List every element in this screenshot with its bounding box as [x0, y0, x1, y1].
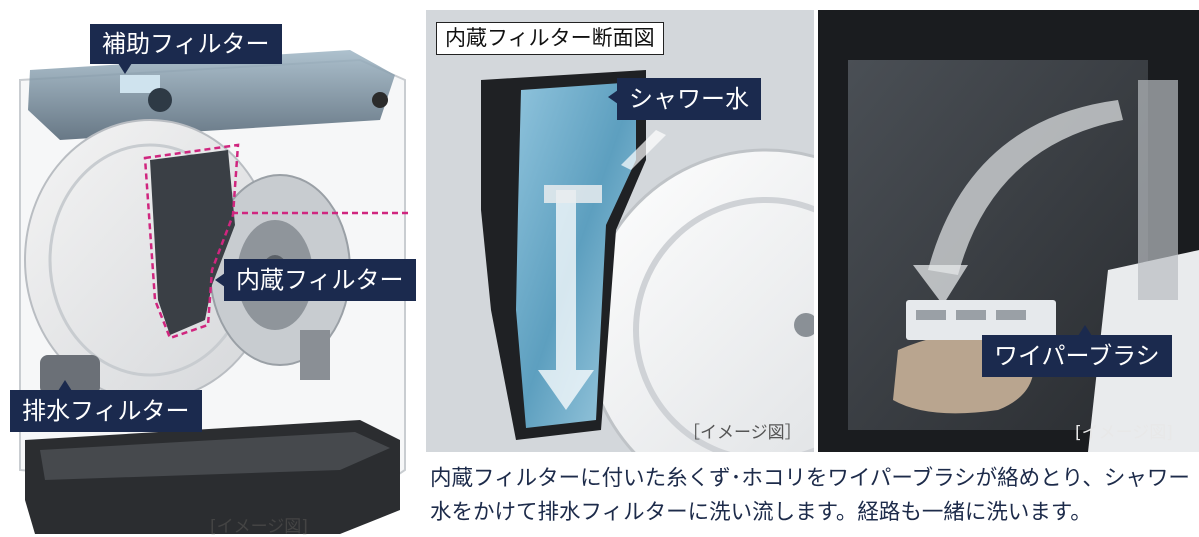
wiper-brush-closeup-illustration	[818, 10, 1199, 452]
image-note-right: [イメージ図]	[1075, 423, 1173, 443]
aux-filter-component	[120, 75, 160, 93]
wiper-brush-label: ワイパーブラシ	[982, 325, 1172, 377]
wiper-closeup-panel	[818, 10, 1199, 452]
inner-filter-label: 内蔵フィルター	[215, 259, 416, 301]
flow-arrow	[928, 100, 1123, 275]
cross-section-panel	[426, 10, 814, 452]
caption: 内蔵フィルターに付いた糸くず･ホコリをワイパーブラシが絡めとり、シャワー 水をか…	[430, 462, 1195, 530]
image-note-middle: ［イメージ図］	[683, 423, 802, 443]
caption-line-2: 水をかけて排水フィルターに洗い流します。経路も一緒に洗います。	[430, 500, 1092, 525]
flow-arrow	[538, 190, 594, 410]
caption-line-1: 内蔵フィルターに付いた糸くず･ホコリをワイパーブラシが絡めとり、シャワー	[430, 466, 1190, 491]
aux-filter-label: 補助フィルター	[90, 24, 282, 74]
section-title: 内蔵フィルター断面図	[436, 22, 664, 56]
shower-water-label: シャワー水	[608, 78, 761, 120]
image-note-left: [イメージ図]	[210, 517, 308, 537]
filter-cross-section-illustration	[426, 10, 814, 452]
drain-filter-label: 排水フィルター	[10, 380, 202, 432]
inner-filter-component	[150, 150, 235, 335]
